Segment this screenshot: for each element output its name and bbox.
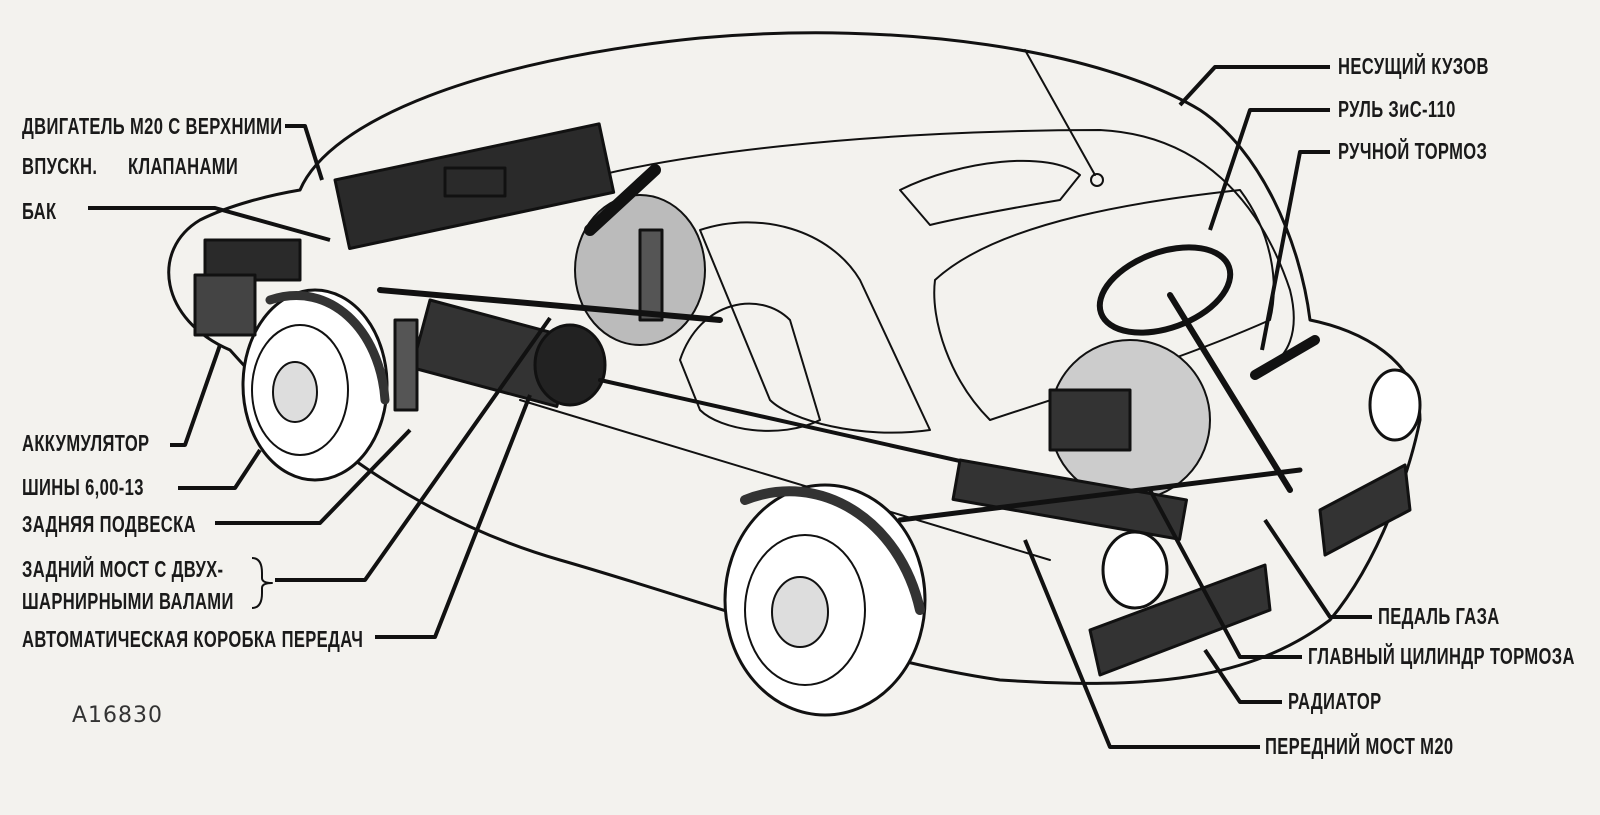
cabin-outline: [519, 129, 1295, 371]
label-rear-axle-2: ШАРНИРНЫМИ ВАЛАМИ: [22, 588, 234, 614]
label-hand-brake: РУЧНОЙ ТОРМОЗ: [1338, 138, 1488, 164]
rear-wheel: [241, 288, 390, 482]
front-wheel: [723, 483, 927, 717]
headlight-right: [1368, 368, 1422, 442]
label-engine-intake: ВПУСКН.: [22, 153, 98, 179]
side-window: [699, 221, 931, 434]
label-tank: БАК: [22, 198, 57, 224]
label-rear-axle-1: ЗАДНИЙ МОСТ С ДВУХ-: [22, 556, 224, 582]
label-engine: ДВИГАТЕЛЬ М20 С ВЕРХНИМИ: [22, 113, 283, 139]
engine-assembly: [193, 122, 664, 412]
headlight-left: [1101, 530, 1169, 610]
label-front-axle: ПЕРЕДНИЙ МОСТ М20: [1265, 733, 1454, 759]
label-gas-pedal: ПЕДАЛЬ ГАЗА: [1378, 603, 1500, 629]
label-rear-suspension: ЗАДНЯЯ ПОДВЕСКА: [22, 511, 196, 537]
leader-lines: [88, 65, 1372, 749]
label-gearbox: АВТОМАТИЧЕСКАЯ КОРОБКА ПЕРЕДАЧ: [22, 626, 364, 652]
catalog-number: A16830: [72, 703, 164, 728]
floor-line: [519, 399, 1051, 561]
label-body: НЕСУЩИЙ КУЗОВ: [1338, 53, 1489, 79]
label-steering-wheel: РУЛЬ ЗиС-110: [1338, 96, 1456, 122]
steering-wheel: [1096, 244, 1234, 336]
label-radiator: РАДИАТОР: [1288, 688, 1382, 714]
label-tires: ШИНЫ 6,00-13: [22, 474, 144, 500]
label-engine-valves: КЛАПАНАМИ: [128, 153, 239, 179]
rear-window: [899, 159, 1081, 226]
label-battery: АККУМУЛЯТОР: [22, 430, 150, 456]
radiator-grille: [1088, 463, 1412, 677]
label-master-cylinder: ГЛАВНЫЙ ЦИЛИНДР ТОРМОЗА: [1308, 643, 1575, 669]
windshield: [933, 189, 1275, 421]
